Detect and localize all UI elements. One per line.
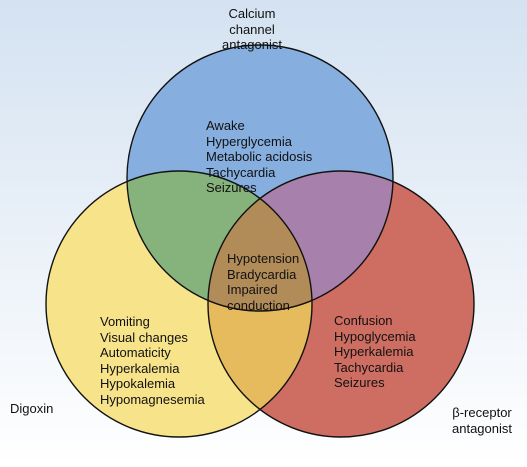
beta-receptor-antagonist-label: β-receptor antagonist xyxy=(452,405,512,436)
effect-item: Awake xyxy=(206,118,245,133)
effect-item: Hyperkalemia xyxy=(334,344,414,359)
effect-item: Metabolic acidosis xyxy=(206,149,313,164)
effect-item: Hyperkalemia xyxy=(100,360,180,376)
calcium-label-line-3: antagonist xyxy=(222,37,282,52)
calcium-only-effects: Awake Hyperglycemia Metabolic acidosis T… xyxy=(206,118,312,196)
beta-label-line-1: β-receptor xyxy=(452,405,512,420)
beta-circle-outline xyxy=(207,170,475,438)
beta-only-effects: Confusion Hypoglycemia Hyperkalemia Tach… xyxy=(334,313,416,391)
effect-item: Visual changes xyxy=(100,329,188,345)
effect-item: Bradycardia xyxy=(227,266,297,282)
effect-item: Seizures xyxy=(206,180,257,195)
digoxin-circle-outline xyxy=(45,170,313,438)
effect-item: Hypotension xyxy=(227,251,300,266)
effect-item: conduction xyxy=(227,297,290,313)
effect-item: Hypoglycemia xyxy=(334,328,416,344)
beta-label-line-2: antagonist xyxy=(452,420,512,436)
effect-item: Seizures xyxy=(334,375,385,390)
effect-item: Tachycardia xyxy=(206,164,276,180)
effect-item: Impaired xyxy=(227,282,278,297)
calcium-label-line-2: channel xyxy=(229,21,275,37)
effect-item: Tachycardia xyxy=(334,359,404,375)
shared-effects-center: Hypotension Bradycardia Impaired conduct… xyxy=(227,251,299,313)
effect-item: Hypokalemia xyxy=(100,376,176,391)
center-overlap xyxy=(208,171,312,311)
digoxin-label: Digoxin xyxy=(10,401,53,417)
effect-item: Hyperglycemia xyxy=(206,133,292,149)
effect-item: Hypomagnesemia xyxy=(100,391,205,407)
calcium-channel-antagonist-label: Calcium channel antagonist xyxy=(222,6,282,53)
calcium-circle-outline xyxy=(126,44,394,312)
effect-item: Confusion xyxy=(334,313,393,328)
effect-item: Automaticity xyxy=(100,345,171,360)
digoxin-label-text: Digoxin xyxy=(10,401,54,416)
digoxin-only-effects: Vomiting Visual changes Automaticity Hyp… xyxy=(100,314,205,407)
calcium-label-line-1: Calcium xyxy=(228,6,276,21)
effect-item: Vomiting xyxy=(100,314,150,329)
